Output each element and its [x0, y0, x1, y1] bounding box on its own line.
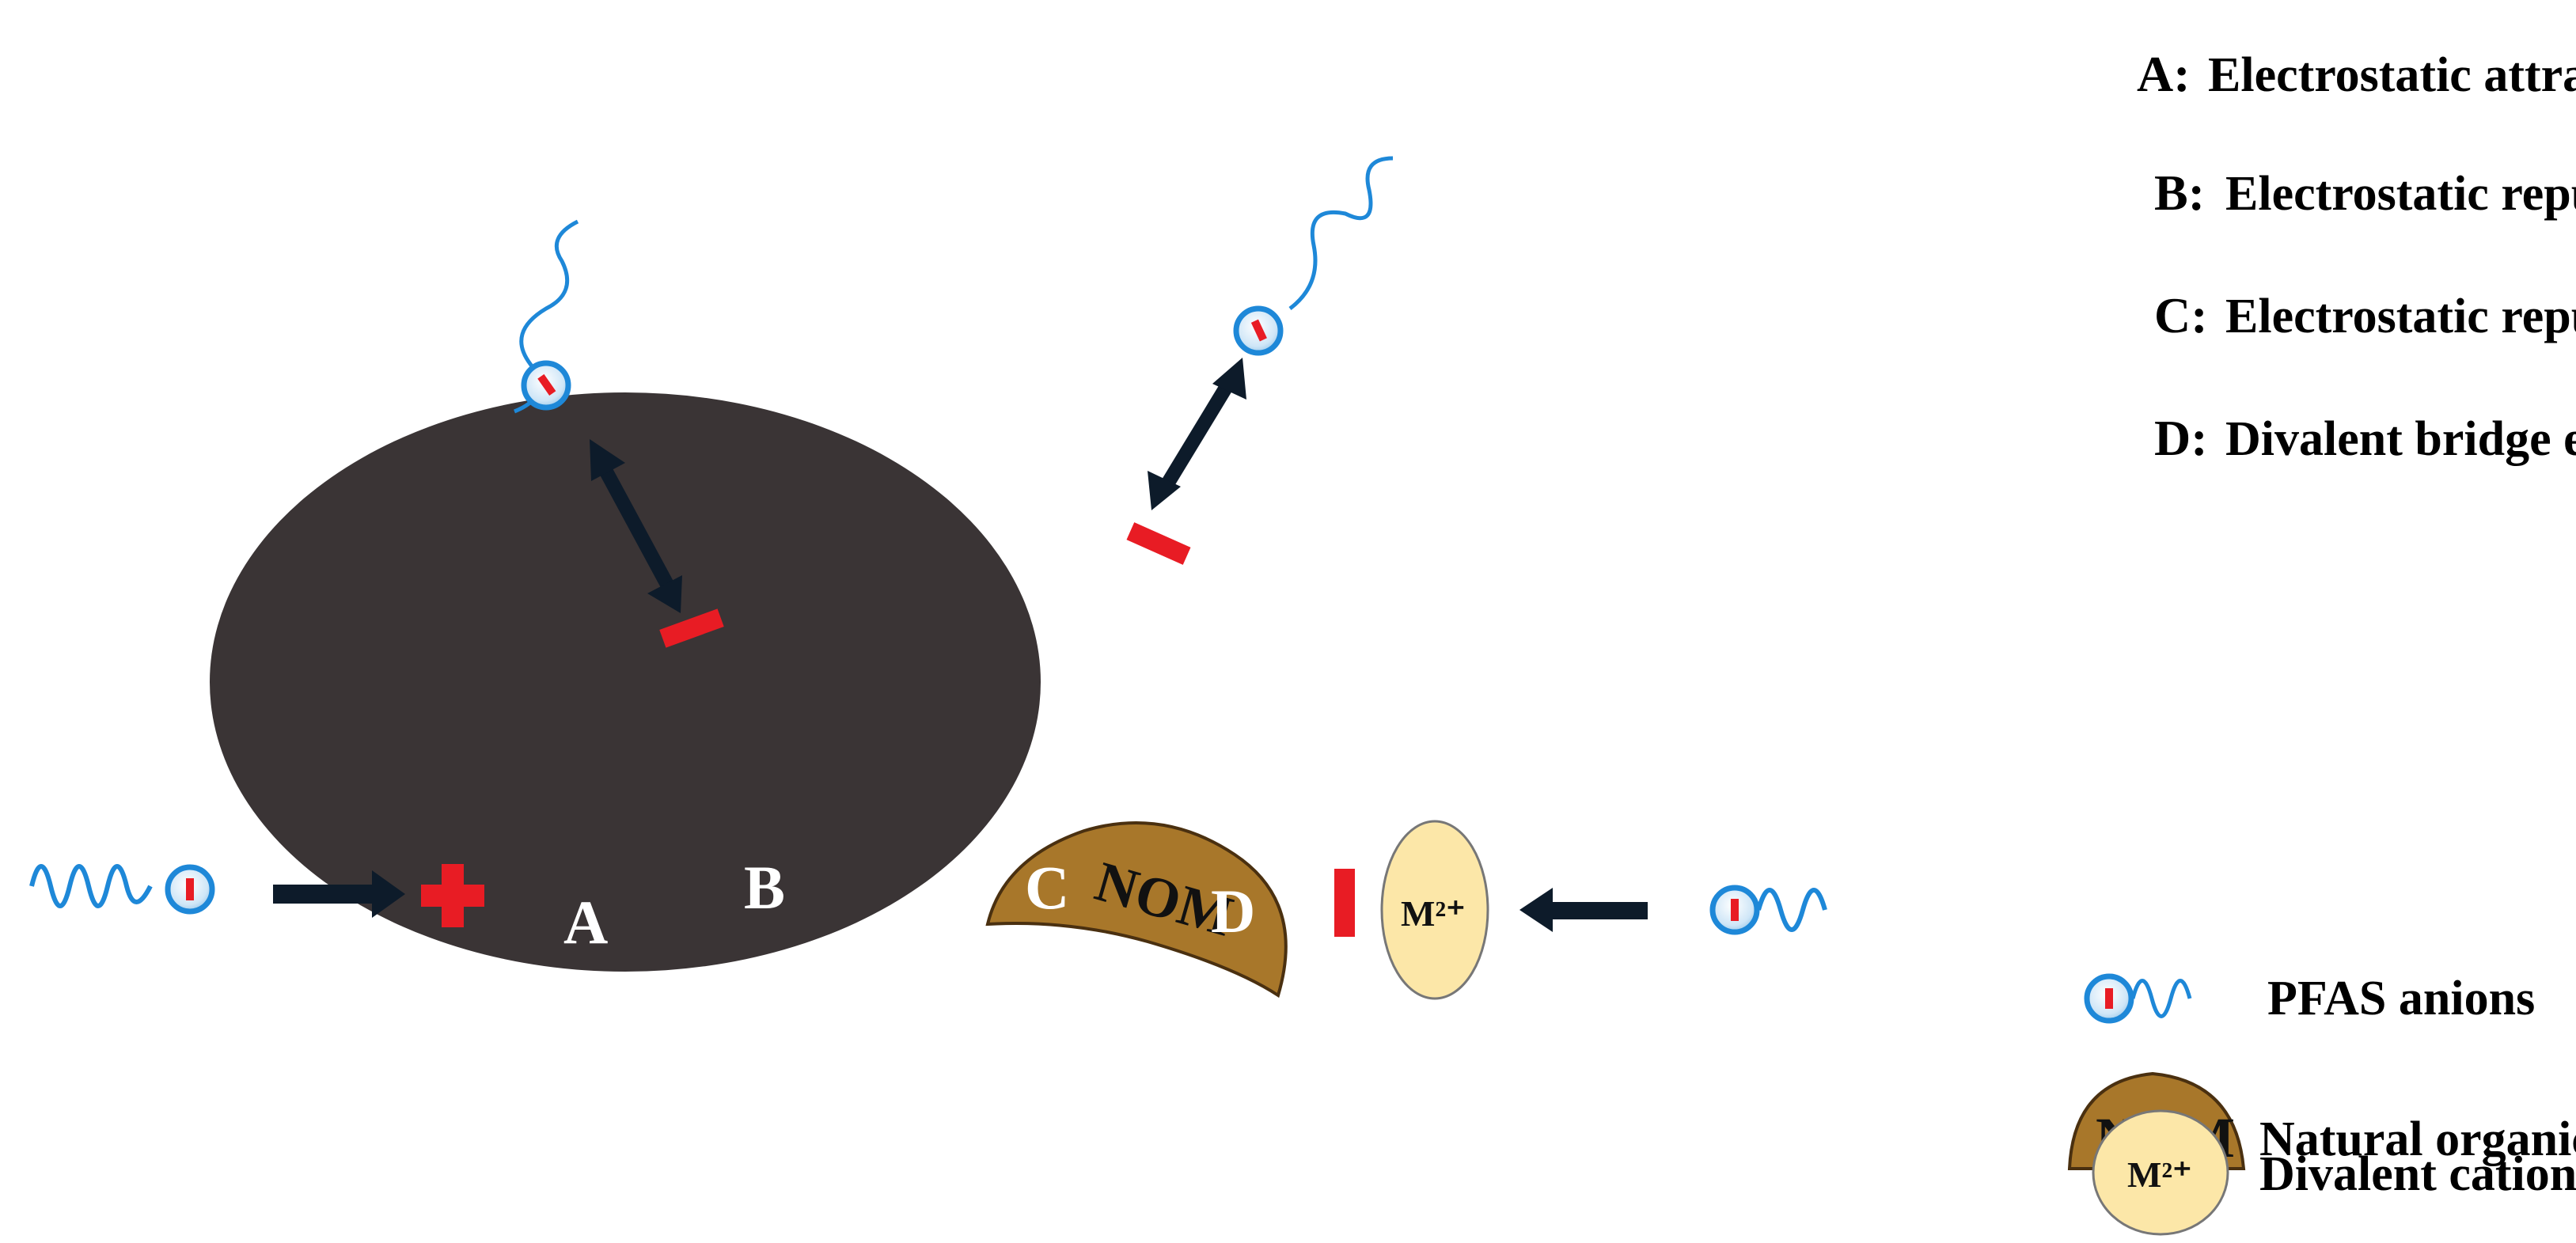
pfas-anion-d: [1713, 888, 1827, 932]
nom-patch: [985, 821, 1288, 999]
mechanism-desc-b: Electrostatic repulsion: [2225, 167, 2576, 221]
cation-label: M²⁺: [1401, 893, 1466, 934]
arrow-toward-a: [273, 870, 405, 918]
positive-charge-a: [421, 864, 484, 927]
negative-charge-d: [1334, 869, 1355, 937]
legend-cation-label: Divalent cations: [2259, 1147, 2576, 1201]
mechanism-desc-a: Electrostatic attraction: [2208, 48, 2576, 102]
mechanism-key-d: D:: [2154, 410, 2208, 466]
legend-pfas-label: PFAS anions: [2267, 972, 2535, 1025]
pfas-anion-c: [1236, 156, 1394, 353]
mechanism-key-b: B:: [2154, 165, 2205, 221]
divalent-cation: [1380, 820, 1489, 1000]
mechanism-key-a: A:: [2137, 46, 2191, 102]
mechanism-legend: A: Electrostatic attraction B: Electrost…: [2137, 46, 2576, 466]
arrow-toward-d: [1519, 888, 1648, 932]
pfas-anion-a: [29, 864, 212, 911]
legend-cation-row: M²⁺ Divalent cations: [2092, 1109, 2576, 1236]
adsorbent-particle: [210, 392, 1041, 972]
negative-charge-b: [659, 608, 724, 648]
legend-pfas-symbol: [2087, 976, 2192, 1021]
site-label-d: D: [1211, 877, 1255, 946]
site-label-a: A: [563, 888, 608, 957]
pfas-anion-b: [514, 219, 579, 414]
site-label-c: C: [1025, 853, 1069, 922]
legend-nom-label: Natural organic matter: [2259, 1112, 2576, 1166]
double-arrow-c: [1148, 358, 1246, 510]
mechanism-desc-d: Divalent bridge effect: [2225, 412, 2576, 466]
site-label-b: B: [744, 853, 785, 922]
mechanism-desc-c: Electrostatic repulsion: [2225, 290, 2576, 343]
legend-cation-symbol-label: M²⁺: [2127, 1154, 2192, 1195]
negative-charge-c: [1126, 522, 1191, 565]
mechanism-key-c: C:: [2154, 287, 2208, 343]
symbol-legend: PFAS anions NOM Natural organic matter M…: [2067, 972, 2576, 1236]
legend-cation-symbol: [2092, 1109, 2229, 1236]
double-arrow-b: [590, 439, 682, 613]
